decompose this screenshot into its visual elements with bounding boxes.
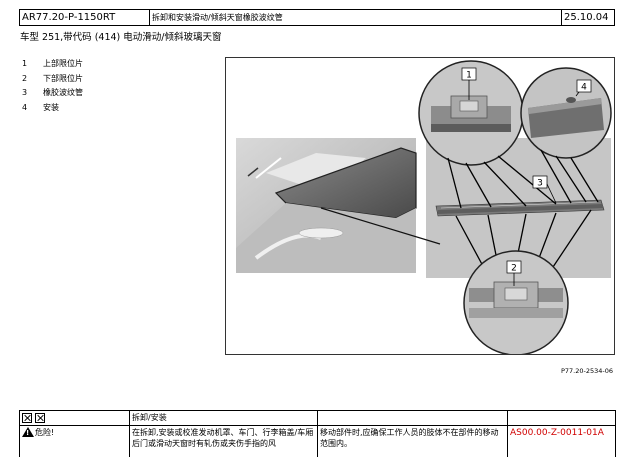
legend-item: 4 安装 <box>22 101 83 116</box>
legend-num: 3 <box>22 88 28 97</box>
legend-item: 2 下部限位片 <box>22 72 83 87</box>
table-cell-ref[interactable]: AS00.00-Z-0011-01A <box>507 425 616 457</box>
legend-item: 3 橡胶波纹管 <box>22 86 83 101</box>
table-row: 危险! 在拆卸,安装或校准发动机罩、车门、行李箱盖/车厢后门或滑动天窗时有轧伤或… <box>19 425 616 457</box>
info-table: 拆卸/安装 危险! 在拆卸,安装或校准发动机罩、车门、行李箱盖/车厢后门或滑动天… <box>19 410 616 457</box>
cross-box-icon <box>22 413 32 423</box>
reference-link[interactable]: AS00.00-Z-0011-01A <box>510 428 604 438</box>
cross-box-icon <box>35 413 45 423</box>
doc-date: 25.10.04 <box>564 12 609 23</box>
legend-item: 1 上部限位片 <box>22 57 83 72</box>
legend-num: 2 <box>22 73 28 83</box>
table-cell <box>317 410 508 426</box>
doc-title: 拆卸和安装滑动/倾斜天窗橡胶波纹管 <box>150 10 562 25</box>
header-table: AR77.20-P-1150RT 拆卸和安装滑动/倾斜天窗橡胶波纹管 25.10… <box>19 9 615 26</box>
legend-text: 橡胶波纹管 <box>43 88 83 97</box>
table-cell: 拆卸/安装 <box>129 410 318 426</box>
legend-text: 下部限位片 <box>43 73 83 83</box>
danger-label: 危险! <box>35 428 55 437</box>
table-cell: 移动部件时,应确保工作人员的肢体不在部件的移动范围内。 <box>317 425 508 457</box>
technical-illustration: 1 4 3 <box>225 57 615 355</box>
leader-line <box>320 207 441 245</box>
legend-num: 4 <box>22 102 28 112</box>
legend-num: 1 <box>22 59 28 68</box>
legend-list: 1 上部限位片 2 下部限位片 3 橡胶波纹管 4 安装 <box>22 57 83 115</box>
fan-lines <box>447 149 599 271</box>
vehicle-model-line: 车型 251,带代码 (414) 电动滑动/倾斜玻璃天窗 <box>20 32 222 43</box>
callout-4: 4 <box>581 83 587 93</box>
callout-1: 1 <box>466 71 472 81</box>
detail-circle-1: 1 <box>418 60 524 166</box>
table-cell <box>507 410 616 426</box>
roof-photo <box>236 138 417 273</box>
table-cell-icons <box>19 410 130 426</box>
detail-circle-4: 4 <box>520 67 612 159</box>
table-row: 拆卸/安装 <box>19 410 616 426</box>
warning-icon <box>22 427 34 439</box>
callout-3-box <box>532 175 548 189</box>
table-cell-danger: 危险! <box>19 425 130 457</box>
callout-3: 3 <box>537 179 543 189</box>
legend-text: 上部限位片 <box>43 59 83 68</box>
illustration-svg: 1 4 3 <box>236 60 612 354</box>
legend-text: 安装 <box>43 102 59 112</box>
callout-2: 2 <box>511 264 517 274</box>
doc-code: AR77.20-P-1150RT <box>20 10 150 25</box>
figure-code: P77.20-2534-06 <box>560 367 613 375</box>
detail-circle-2: 2 <box>463 250 569 354</box>
table-cell: 在拆卸,安装或校准发动机罩、车门、行李箱盖/车厢后门或滑动天窗时有轧伤或夹伤手指… <box>129 425 318 457</box>
